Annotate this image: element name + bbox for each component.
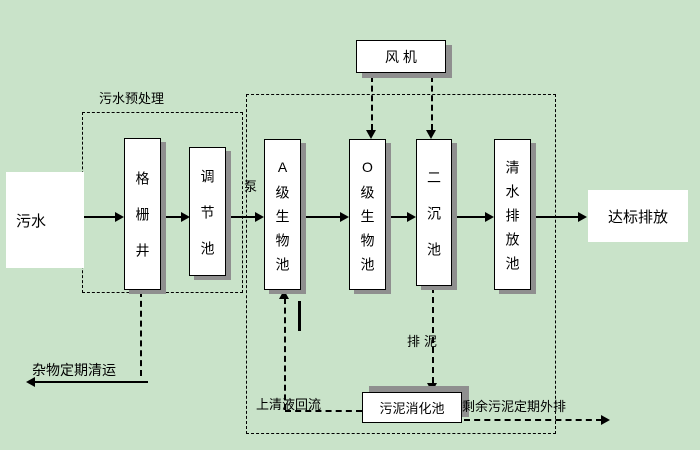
regulation-tank-label: 调节池 [199, 168, 216, 277]
excess-sludge-arrowhead [601, 415, 610, 425]
sludge-discharge-arrowhead [427, 383, 437, 392]
sludge-discharge-label: 排泥 [407, 334, 442, 349]
flow-line-o-bio-to-secondary [387, 216, 407, 218]
a-bio-tank-box: A级生物池 [264, 139, 301, 290]
supernatant-return-line-vertical [284, 298, 286, 410]
blower-air-arrowhead-right [426, 130, 436, 139]
sludge-digestion-tank-label: 污泥消化池 [379, 401, 445, 416]
flow-arrowhead-grid-well-to-regulation [181, 212, 190, 222]
flow-arrowhead-clear-water-to-effluent [578, 212, 587, 222]
regulation-tank-box: 调节池 [189, 147, 226, 277]
debris-removal-label: 杂物定期清运 [32, 362, 116, 378]
o-bio-tank-box: O级生物池 [349, 139, 386, 290]
pump-label: 泵 [244, 179, 258, 194]
debris-removal-line-horizontal [34, 381, 148, 383]
biological-treatment-group-outline [246, 94, 556, 434]
flow-arrowhead-influent-to-grid-well [115, 212, 124, 222]
secondary-clarifier-box: 二沉池 [416, 139, 452, 286]
clear-water-tank-box: 清水排放池 [494, 139, 531, 290]
return-line-segment [298, 301, 301, 331]
excess-sludge-line [464, 419, 602, 421]
a-bio-tank-label: A级生物池 [274, 158, 291, 281]
sludge-discharge-line [432, 287, 434, 383]
sludge-digestion-tank-box: 污泥消化池 [362, 392, 462, 423]
grid-well-label: 格栅井 [134, 171, 151, 279]
flow-line-grid-well-to-regulation [162, 216, 181, 218]
blower-box: 风 机 [356, 40, 446, 73]
flow-line-secondary-to-clear-water [453, 216, 485, 218]
secondary-clarifier-label: 二沉池 [426, 169, 442, 278]
effluent-node: 达标排放 [588, 190, 688, 242]
influent-label: 污水 [16, 212, 47, 230]
flow-line-clear-water-to-effluent [532, 216, 578, 218]
pretreatment-group-label: 污水预处理 [99, 91, 165, 106]
flow-arrowhead-a-bio-to-o-bio [340, 212, 349, 222]
excess-sludge-label: 剩余污泥定期外排 [462, 399, 567, 414]
debris-removal-line-vertical [140, 291, 142, 376]
clear-water-tank-label: 清水排放池 [504, 159, 521, 280]
blower-air-line-right [431, 76, 433, 130]
blower-air-line-left [371, 76, 373, 130]
flow-line-influent-to-grid-well [84, 216, 115, 218]
flow-arrowhead-o-bio-to-secondary [407, 212, 416, 222]
grid-well-box: 格栅井 [124, 138, 161, 290]
influent-node: 污水 [6, 172, 84, 268]
debris-removal-arrowhead [26, 377, 35, 387]
flow-arrowhead-secondary-to-clear-water [485, 212, 494, 222]
flow-arrowhead-regulation-to-a-bio [255, 212, 264, 222]
supernatant-return-arrowhead [279, 290, 289, 299]
supernatant-return-label: 上清液回流 [256, 397, 322, 412]
effluent-label: 达标排放 [607, 208, 668, 226]
flow-line-a-bio-to-o-bio [302, 216, 340, 218]
flow-line-regulation-to-a-bio [227, 216, 255, 218]
blower-label: 风 机 [385, 48, 417, 65]
supernatant-return-line-horizontal [285, 410, 362, 412]
blower-air-arrowhead-left [366, 130, 376, 139]
o-bio-tank-label: O级生物池 [359, 158, 376, 281]
